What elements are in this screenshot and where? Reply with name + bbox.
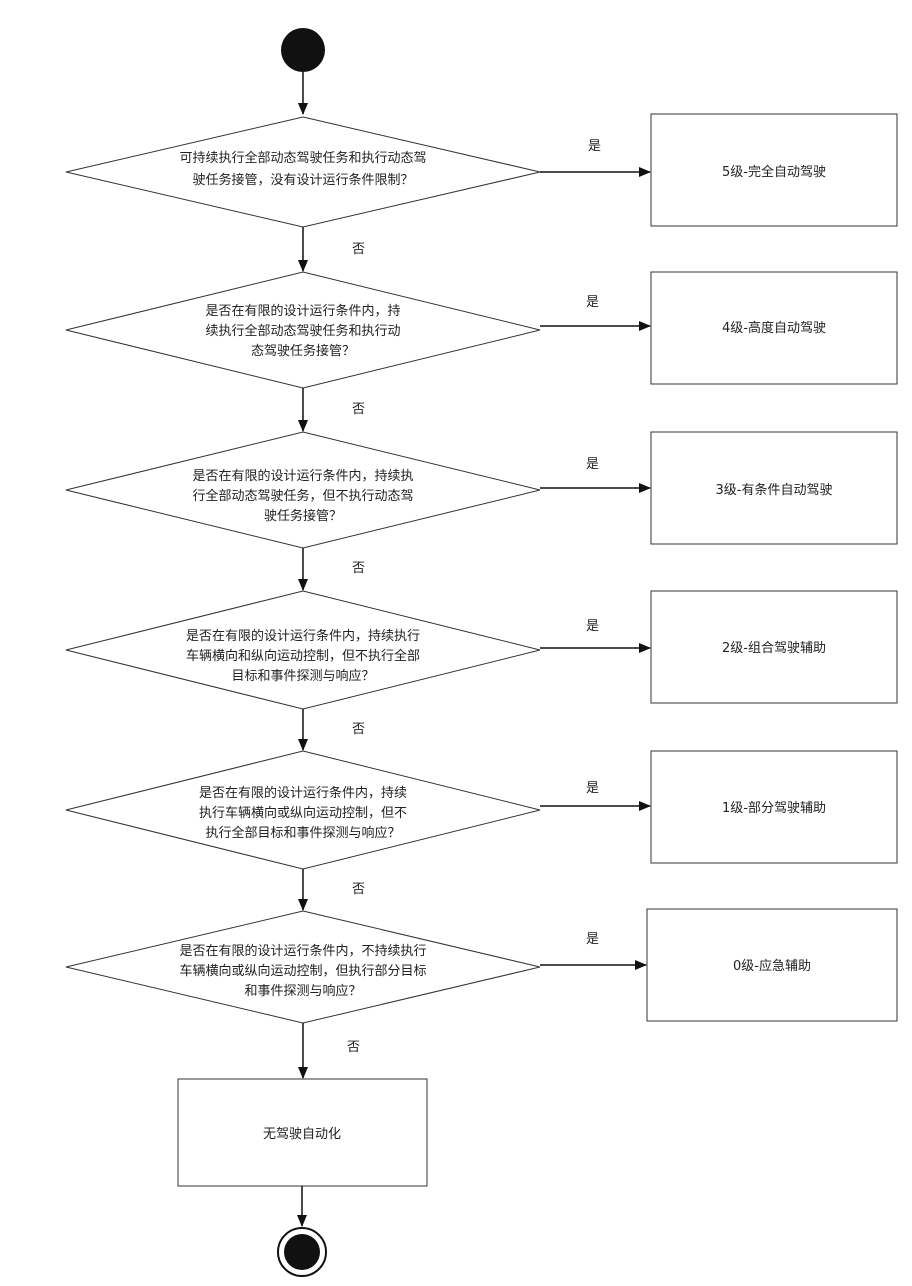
yes-label-5: 是 xyxy=(586,781,599,796)
end-node xyxy=(284,1234,320,1270)
question-6-line-1: 是否在有限的设计运行条件内，不持续执行 xyxy=(179,943,426,959)
result-level-3: 3级-有条件自动驾驶 xyxy=(716,482,833,498)
yes-label-4: 是 xyxy=(586,619,599,634)
question-5-line-2: 执行车辆横向或纵向运动控制，但不 xyxy=(199,805,407,821)
result-level-1: 1级-部分驾驶辅助 xyxy=(722,801,826,816)
start-node xyxy=(281,28,325,72)
question-4-line-3: 目标和事件探测与响应？ xyxy=(231,668,374,684)
question-2-line-1: 是否在有限的设计运行条件内，持 xyxy=(205,303,400,319)
yes-label-2: 是 xyxy=(586,295,599,310)
yes-label-1: 是 xyxy=(588,139,601,154)
result-box-level-2 xyxy=(650,590,898,704)
question-3-line-1: 是否在有限的设计运行条件内，持续执 xyxy=(192,468,413,484)
yes-label-6: 是 xyxy=(586,932,599,947)
no-label-5: 否 xyxy=(352,882,365,897)
final-box xyxy=(177,1078,428,1187)
no-label-1: 否 xyxy=(352,242,365,257)
result-box-level-4 xyxy=(650,271,898,385)
result-level-4: 4级-高度自动驾驶 xyxy=(722,320,826,336)
result-level-2: 2级-组合驾驶辅助 xyxy=(722,641,826,656)
question-1-line-1: 可持续执行全部动态驾驶任务和执行动态驾 xyxy=(179,150,426,166)
question-3-line-2: 行全部动态驾驶任务，但不执行动态驾 xyxy=(192,488,413,504)
question-6-line-3: 和事件探测与响应？ xyxy=(244,983,361,999)
result-box-level-1 xyxy=(650,750,898,864)
result-box-level-5 xyxy=(650,113,898,227)
question-5-line-3: 执行全部目标和事件探测与响应？ xyxy=(205,825,400,841)
question-6-line-2: 车辆横向或纵向运动控制，但执行部分目标 xyxy=(179,963,426,979)
question-2-line-2: 续执行全部动态驾驶任务和执行动 xyxy=(205,323,400,339)
no-label-3: 否 xyxy=(352,561,365,576)
question-1-line-2: 驶任务接管，没有设计运行条件限制？ xyxy=(192,172,413,188)
no-label-6: 否 xyxy=(347,1040,360,1055)
result-level-0: 0级-应急辅助 xyxy=(733,958,811,974)
result-level-5: 5级-完全自动驾驶 xyxy=(722,164,826,180)
question-5-line-1: 是否在有限的设计运行条件内，持续 xyxy=(199,785,407,801)
final-box-label: 无驾驶自动化 xyxy=(263,1127,341,1142)
result-box-level-0 xyxy=(646,908,898,1022)
no-label-2: 否 xyxy=(352,402,365,417)
question-4-line-1: 是否在有限的设计运行条件内，持续执行 xyxy=(186,628,420,644)
decision-diamond-1 xyxy=(65,116,541,228)
question-4-line-2: 车辆横向和纵向运动控制，但不执行全部 xyxy=(186,648,420,664)
no-label-4: 否 xyxy=(352,722,365,737)
question-3-line-3: 驶任务接管？ xyxy=(264,508,342,524)
question-2-line-3: 态驾驶任务接管？ xyxy=(251,343,355,359)
result-box-level-3 xyxy=(650,431,898,545)
yes-label-3: 是 xyxy=(586,457,599,472)
